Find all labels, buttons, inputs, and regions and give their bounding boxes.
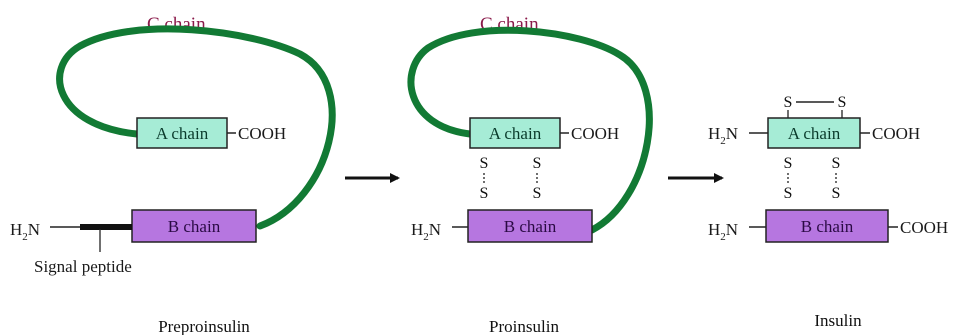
- insulin-b-chain-box: [765, 209, 889, 243]
- insulin-sulfur-1a: S: [784, 155, 793, 172]
- preproinsulin-a-chain-label: A chain: [156, 124, 209, 143]
- preproinsulin-caption: Preproinsulin: [158, 317, 250, 335]
- proinsulin-b-chain-label: B chain: [504, 217, 557, 236]
- proinsulin-b-chain-box: [467, 209, 593, 243]
- insulin-b-chain-label: B chain: [801, 217, 854, 236]
- preproinsulin-h2n: H2N: [10, 220, 40, 243]
- insulin-sulfur-2b: S: [832, 185, 841, 202]
- preproinsulin-a-cooh: COOH: [238, 124, 286, 143]
- proinsulin-a-cooh: COOH: [571, 124, 619, 143]
- proinsulin-a-chain-label: A chain: [489, 124, 542, 143]
- proinsulin-stage: C chain A chain COOH S S S S B chain H2N…: [407, 14, 653, 335]
- insulin-a-h2n: H2N: [708, 124, 738, 147]
- insulin-b-h2n: H2N: [708, 220, 738, 243]
- proinsulin-sulfur-2a: S: [533, 155, 542, 172]
- signal-peptide-label: Signal peptide: [34, 257, 132, 276]
- insulin-caption: Insulin: [814, 311, 862, 330]
- preproinsulin-stage: C chain A chain COOH B chain H2N Signal …: [10, 14, 336, 335]
- proinsulin-c-chain-loop: [407, 26, 653, 234]
- insulin-sulfur-1b: S: [784, 185, 793, 202]
- proinsulin-a-chain-box: [469, 117, 561, 149]
- proinsulin-caption: Proinsulin: [489, 317, 559, 335]
- insulin-sulfur-2a: S: [832, 155, 841, 172]
- proinsulin-sulfur-1b: S: [480, 185, 489, 202]
- insulin-a-cooh: COOH: [872, 124, 920, 143]
- insulin-sulfur-intra-b: S: [838, 94, 847, 111]
- preproinsulin-b-chain-label: B chain: [168, 217, 221, 236]
- preproinsulin-c-chain-loop: [56, 25, 336, 230]
- insulin-a-chain-label: A chain: [788, 124, 841, 143]
- proinsulin-h2n: H2N: [411, 220, 441, 243]
- insulin-b-cooh: COOH: [900, 218, 948, 237]
- insulin-sulfur-intra-a: S: [784, 94, 793, 111]
- proinsulin-sulfur-2b: S: [533, 185, 542, 202]
- insulin-stage: S S A chain H2N COOH S S S S B chain H2N…: [708, 94, 948, 330]
- proinsulin-sulfur-1a: S: [480, 155, 489, 172]
